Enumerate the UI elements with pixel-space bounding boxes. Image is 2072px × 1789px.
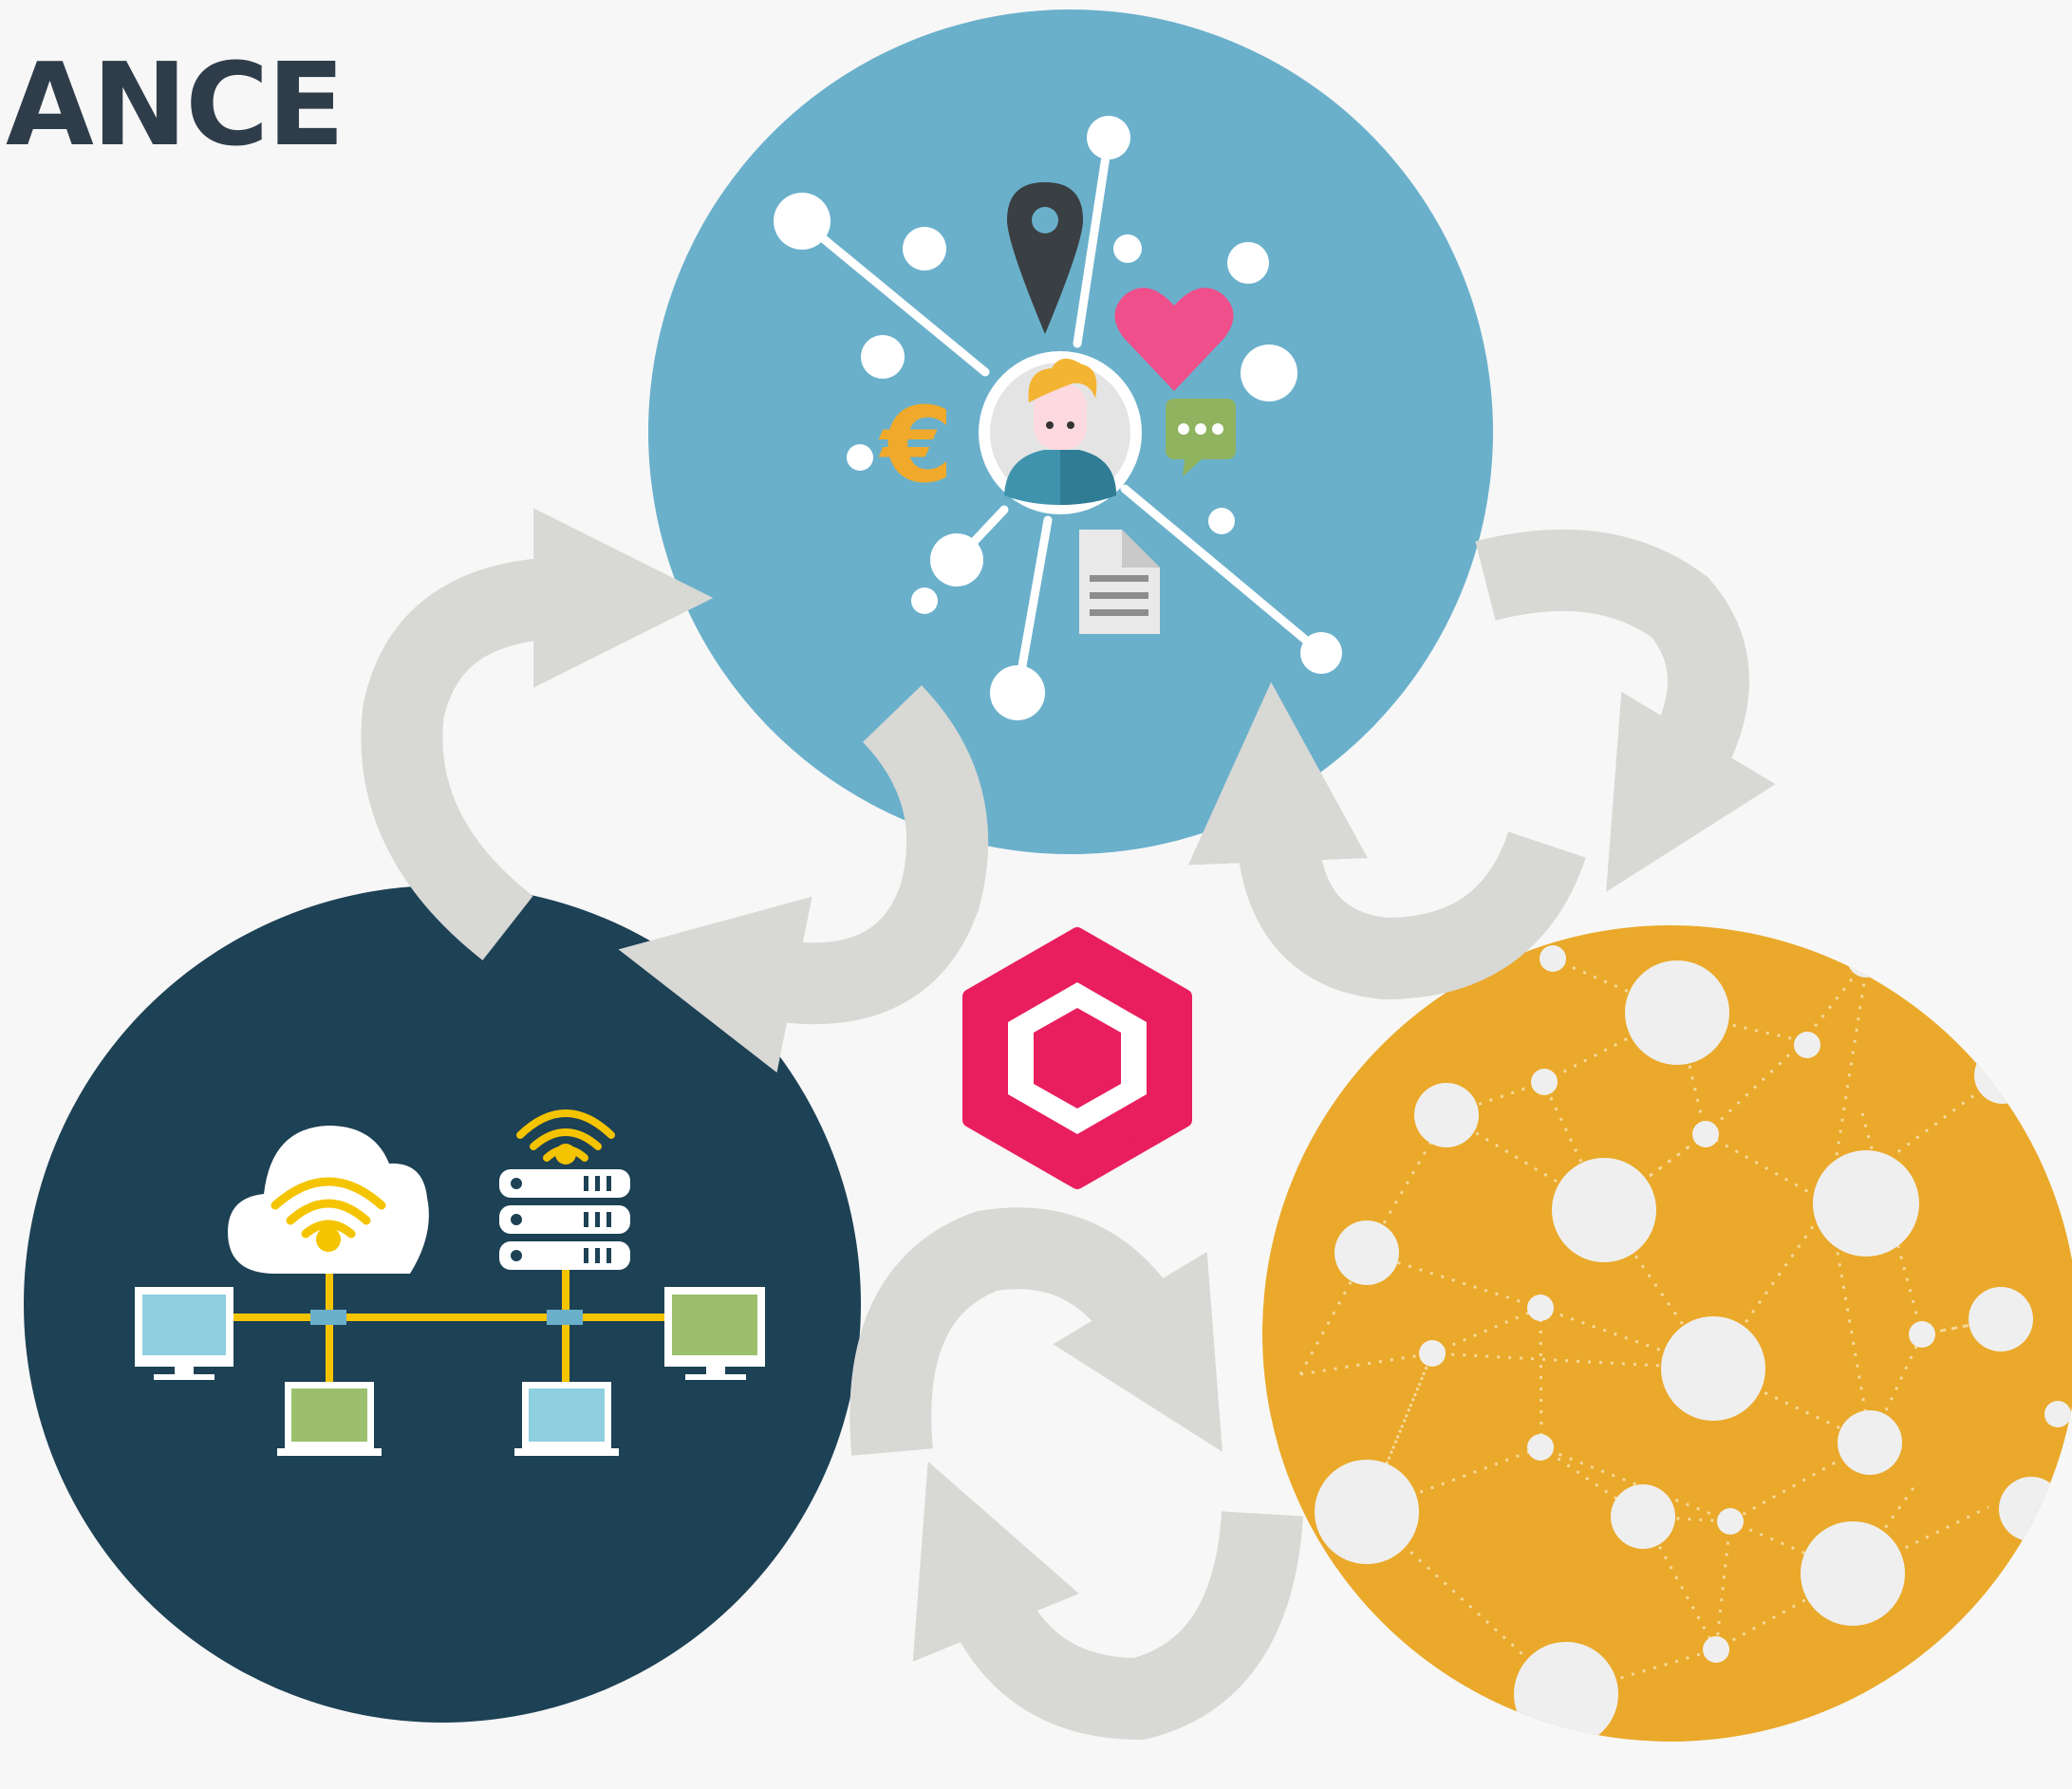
network-circle [24, 885, 861, 1723]
cycle-arrow [912, 1461, 1303, 1741]
network-node [24, 885, 861, 1723]
cycle-arrow [618, 685, 989, 1073]
document-icon [1079, 530, 1160, 634]
location-pin-icon [1007, 182, 1083, 334]
data-node [1262, 925, 2072, 1742]
hexagon-logo-icon [962, 927, 1192, 1189]
cycle-arrow [361, 508, 714, 960]
cycle-arrow [1187, 681, 1586, 1000]
chat-bubble-icon [1166, 399, 1236, 476]
cycle-arrow [849, 1207, 1223, 1456]
customer-node: € [648, 9, 1493, 854]
laptop-icon [277, 1382, 382, 1456]
cycle-arrows [361, 508, 1776, 1741]
customer-connections [797, 133, 1326, 698]
server-wifi-icon [499, 1109, 630, 1270]
monitor-icon [664, 1287, 765, 1380]
cycle-arrow [1475, 529, 1776, 892]
monitor-icon [135, 1287, 233, 1380]
person-avatar-icon [979, 351, 1142, 514]
euro-icon: € [878, 384, 954, 506]
laptop-icon [514, 1382, 619, 1456]
cloud-wifi-icon [228, 1126, 429, 1274]
customer-dots [774, 116, 1342, 720]
page-title: ANCE [6, 40, 345, 172]
heart-icon [1114, 288, 1234, 391]
